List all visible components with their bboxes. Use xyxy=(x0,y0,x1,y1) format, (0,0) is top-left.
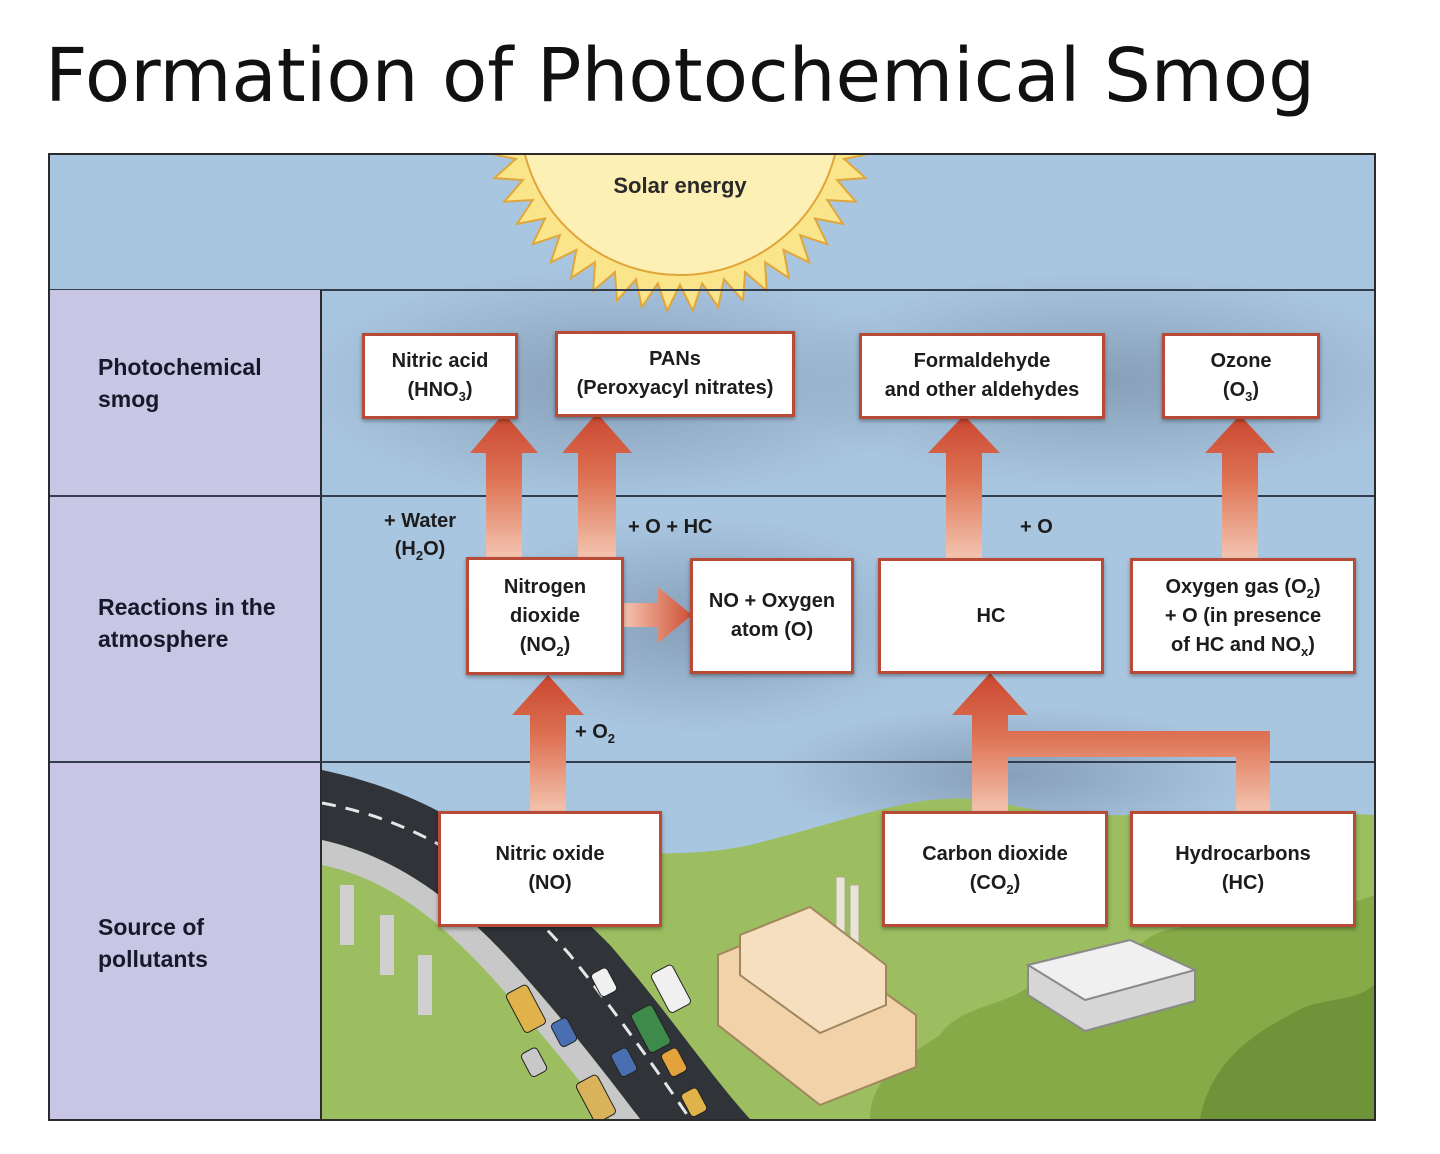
box-hydrocarbons: Hydrocarbons (HC) xyxy=(1130,811,1356,927)
box-ozone: Ozone (O3) xyxy=(1162,333,1320,419)
box-formula: (HNO3) xyxy=(407,379,473,404)
row-label-text: Photochemical smog xyxy=(98,354,262,412)
note-o-plus-hc: + O + HC xyxy=(628,516,713,538)
note-plus-o: + O xyxy=(1020,516,1053,538)
box-line: Nitric acid xyxy=(391,350,489,372)
highway-pillar xyxy=(340,885,354,945)
arrow-co2-hc-to-hc xyxy=(952,673,1270,815)
car xyxy=(575,1074,616,1119)
note-line: + Water xyxy=(383,510,457,532)
box-line: Oxygen gas (O2) xyxy=(1165,575,1321,601)
row-label-reactions: Reactions in the atmosphere xyxy=(98,591,318,655)
page-title: Formation of Photochemical Smog xyxy=(45,33,1316,119)
sun xyxy=(491,155,869,314)
box-formula: (NO2) xyxy=(519,633,571,659)
box-line: PANs xyxy=(649,348,701,370)
arrow-no-to-no2 xyxy=(512,675,584,815)
box-carbon-dioxide: Carbon dioxide (CO2) xyxy=(882,811,1108,927)
row-label-text: Reactions in the atmosphere xyxy=(98,594,276,652)
box-line: Carbon dioxide xyxy=(922,843,1068,865)
box-no-oxygen-atom: NO + Oxygen atom (O) xyxy=(690,558,854,674)
note-line: (H2O) xyxy=(394,538,446,563)
box-line: HC xyxy=(976,604,1006,627)
box-line: NO + Oxygen xyxy=(708,590,836,612)
arrow-oxygen-to-ozone xyxy=(1205,415,1275,560)
note-plus-o2: + O2 xyxy=(575,721,616,746)
box-pans: PANs (Peroxyacyl nitrates) xyxy=(555,331,795,417)
box-line: + O (in presence xyxy=(1164,604,1322,627)
car xyxy=(550,1017,578,1048)
box-line: Nitric oxide xyxy=(495,843,605,865)
arrow-no2-to-no-oxygen xyxy=(622,587,692,643)
highway-lane xyxy=(321,801,692,1119)
row-label-column xyxy=(50,290,320,1119)
sun-disc xyxy=(524,155,836,276)
box-nitric-acid: Nitric acid (HNO3) xyxy=(362,333,518,419)
diagram-background xyxy=(50,155,1374,1119)
car xyxy=(650,964,691,1013)
trees-dark xyxy=(1200,985,1374,1119)
highway-pillar xyxy=(418,955,432,1015)
box-formula: (NO) xyxy=(528,872,572,894)
row-label-text: Source of pollutants xyxy=(98,914,208,972)
factory-top xyxy=(739,905,887,1035)
arrow-no2-to-pans xyxy=(562,413,632,560)
arrow-no2-to-nitric-acid xyxy=(470,413,538,560)
box-formula: (CO2) xyxy=(969,872,1021,897)
box-nitric-oxide: Nitric oxide (NO) xyxy=(438,811,662,927)
car xyxy=(660,1047,688,1078)
box-line: Nitrogen xyxy=(503,575,587,598)
traffic xyxy=(505,964,708,1119)
box-hc: HC xyxy=(878,558,1104,674)
box-line: dioxide xyxy=(509,604,580,627)
row-label-sources: Source of pollutants xyxy=(98,911,318,975)
box-oxygen-gas: Oxygen gas (O2) + O (in presence of HC a… xyxy=(1130,558,1356,674)
box-formula: (O3) xyxy=(1222,379,1260,404)
highway-pillar xyxy=(380,915,394,975)
box-line: and other aldehydes xyxy=(884,379,1080,401)
box-line: Formaldehyde xyxy=(913,350,1051,372)
box-line: (Peroxyacyl nitrates) xyxy=(576,377,774,399)
car xyxy=(520,1047,548,1078)
row-label-photochemical-smog: Photochemical smog xyxy=(98,351,318,415)
box-formaldehyde: Formaldehyde and other aldehydes xyxy=(859,333,1105,419)
box-line: of HC and NOx) xyxy=(1171,633,1315,659)
car xyxy=(590,967,618,998)
highway-edge xyxy=(322,840,640,1119)
car xyxy=(610,1047,638,1078)
box-line: atom (O) xyxy=(730,619,814,641)
car xyxy=(680,1087,708,1118)
car xyxy=(630,1004,671,1053)
note-water: + Water (H2O) xyxy=(368,507,472,563)
warehouse-roof xyxy=(1025,938,1198,1002)
box-nitrogen-dioxide: Nitrogen dioxide (NO2) xyxy=(466,557,624,675)
smog-diagram: Solar energy Photochemical smog Reaction… xyxy=(48,153,1376,1121)
arrows xyxy=(470,413,1275,815)
box-line: Hydrocarbons xyxy=(1175,843,1311,865)
solar-energy-label: Solar energy xyxy=(613,173,747,198)
box-formula: (HC) xyxy=(1221,872,1265,894)
arrow-hc-to-formaldehyde xyxy=(928,415,1000,560)
car xyxy=(505,984,546,1033)
box-line: Ozone xyxy=(1210,350,1272,372)
